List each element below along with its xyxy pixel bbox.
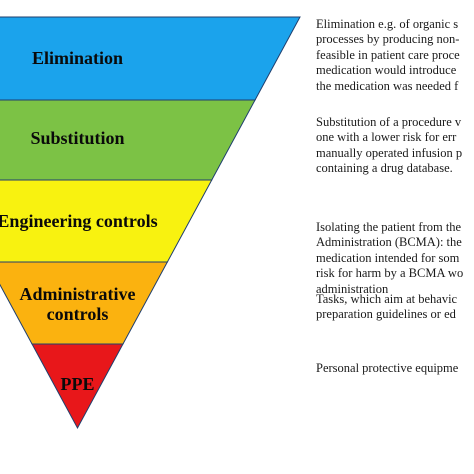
substitution-label: Substitution [30, 128, 124, 148]
elimination-description: Elimination e.g. of organic s processes … [316, 17, 460, 93]
engineering-controls-label: Engineering controls [0, 211, 158, 231]
elimination-label: Elimination [32, 48, 123, 68]
administrative-controls-label: Administrative [20, 284, 136, 304]
engineering-controls-description: Isolating the patient from the Administr… [316, 220, 464, 296]
administrative-controls-description: Tasks, which aim at behavic preparation … [316, 292, 458, 322]
ppe-description: Personal protective equipme [316, 361, 459, 375]
ppe-segment [31, 343, 124, 430]
substitution-description: Substitution of a procedure v one with a… [316, 115, 463, 176]
administrative-controls-label: controls [47, 304, 109, 324]
ppe-label: PPE [61, 374, 95, 394]
